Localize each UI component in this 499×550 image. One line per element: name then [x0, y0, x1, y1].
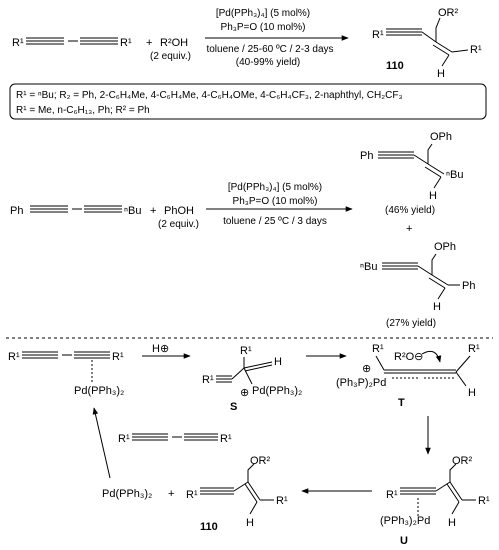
mech-S-charge: ⊕: [240, 387, 249, 399]
mech-T-charge: ⊕: [362, 363, 371, 375]
mech-arrow-recycle: [92, 407, 111, 479]
top-reagent-equiv: (2 equiv.): [150, 51, 191, 62]
mech-S-h: H: [274, 356, 282, 368]
mech-U-or2: OR²: [452, 455, 473, 467]
mid-reagent-equiv: (2 equiv.): [158, 219, 199, 230]
mid-reactant-ph: Ph: [10, 205, 23, 217]
mech-S-label: S: [230, 401, 237, 413]
mid-p1-bonds: [378, 143, 445, 189]
mid-cond-solvent: toluene / 25 ºC / 3 days: [223, 216, 327, 227]
mech-P-label: 110: [200, 521, 218, 533]
mid-p2-bonds: [382, 253, 460, 300]
top-product-or2: OR²: [438, 7, 459, 19]
top-cond-yield: (40-99% yield): [236, 57, 300, 68]
mid-cond-catalyst: [Pd(PPh₃)₄] (5 mol%): [228, 182, 322, 193]
mid-reactant-diyne-bonds: [30, 205, 122, 213]
mech-start-r1b: R¹: [112, 351, 124, 363]
mech-T-attack-arrow: [421, 350, 442, 363]
top-product-bonds: [386, 17, 469, 67]
top-reactant-r1-left: R¹: [12, 37, 24, 49]
mech-S-r1left: R¹: [202, 374, 214, 386]
mech-recycle-r1a: R¹: [118, 433, 130, 445]
mech-start-bonds: [22, 351, 110, 382]
substituent-box: [9, 83, 487, 120]
mech-T-r1b: R¹: [468, 343, 480, 355]
top-product-r1b: R¹: [470, 44, 482, 56]
top-reactant-diyne-bonds: [26, 37, 118, 45]
mech-start-pd: Pd(PPh₃)₂: [74, 385, 124, 397]
mid-p1-ph: Ph: [360, 150, 373, 162]
mech-P-pd: Pd(PPh₃)₂: [102, 488, 152, 500]
mid-reactant-bu: ⁿBu: [124, 205, 141, 217]
mech-P-plus: +: [168, 488, 174, 500]
mid-p2-ph: Ph: [462, 280, 475, 292]
mech-P-or2: OR²: [250, 455, 271, 467]
mech-T-pd: (Ph₃P)₂Pd: [336, 377, 386, 389]
mech-U-pd: (PPh₃)₂Pd: [380, 515, 430, 527]
mid-reagent: PhOH: [164, 205, 194, 217]
mech-P-r1: R¹: [186, 489, 198, 501]
mid-plus: +: [150, 205, 156, 217]
mech-P-r1b: R¹: [276, 495, 288, 507]
mid-p1-yield: (46% yield): [385, 205, 435, 216]
top-cond-catalyst: [Pd(PPh₃)₄] (5 mol%): [216, 8, 310, 19]
mech-S-bonds: [216, 357, 273, 385]
mid-plus2: +: [406, 223, 412, 235]
mid-p2-oph: OPh: [434, 241, 456, 253]
mech-U-label: U: [400, 535, 408, 547]
mech-P-bonds: [200, 463, 274, 515]
mech-T-r2o: R²O⊖: [394, 351, 423, 363]
top-cond-solvent: toluene / 25-60 ºC / 2-3 days: [206, 44, 333, 55]
top-product-label: 110: [386, 60, 404, 72]
mech-U-r1b: R¹: [478, 495, 490, 507]
mech-S-pd: Pd(PPh₃)₂: [252, 385, 302, 397]
mech-hplus: H⊕: [152, 343, 169, 355]
top-reagent: R²OH: [160, 37, 188, 49]
mech-T-h: H: [468, 387, 476, 399]
mid-p2-yield: (27% yield): [386, 318, 436, 329]
mech-P-h: H: [246, 517, 254, 529]
mid-p2-h: H: [433, 301, 441, 313]
mech-U-bonds: [400, 463, 476, 516]
mechanism: R¹ R¹ Pd(PPh₃)₂ H⊕ R¹ H R¹ ⊕ Pd(PPh₃)₂ S…: [8, 343, 490, 547]
mech-U-r1: R¹: [386, 489, 398, 501]
mech-recycle-r1b: R¹: [220, 433, 232, 445]
mid-p1-h: H: [429, 190, 437, 202]
middle-scheme: Ph ⁿBu + PhOH (2 equiv.) [Pd(PPh₃)₄] (5 …: [10, 131, 475, 329]
substituent-box-line2: R¹ = Me, n-C₆H₁₃, Ph; R² = Ph: [16, 105, 150, 116]
top-product-r1a: R¹: [372, 29, 384, 41]
mech-T-r1a: R¹: [372, 343, 384, 355]
mid-cond-additive: Ph₃P=O (10 mol%): [233, 196, 318, 207]
mech-start-r1a: R¹: [8, 351, 20, 363]
top-plus: +: [146, 37, 152, 49]
mech-S-r1top: R¹: [240, 345, 252, 357]
mid-p1-bu: ⁿBu: [446, 169, 463, 181]
top-reactant-r1-right: R¹: [120, 37, 132, 49]
substituent-box-line1: R¹ = ⁿBu; R₂ = Ph, 2-C₆H₄Me, 4-C₆H₄Me, 4…: [16, 90, 403, 101]
top-scheme: R¹ R¹ + R²OH (2 equiv.) [Pd(PPh₃)₄] (5 m…: [9, 7, 487, 120]
top-cond-additive: Ph₃P=O (10 mol%): [221, 22, 306, 33]
mech-recycle-diyne-bonds: [132, 433, 218, 441]
mech-T-bonds: [375, 355, 471, 387]
top-product-h: H: [437, 68, 445, 80]
mech-U-h: H: [448, 517, 456, 529]
mid-p2-bu: ⁿBu: [360, 261, 377, 273]
mid-p1-oph: OPh: [430, 131, 452, 143]
mech-T-label: T: [398, 397, 405, 409]
